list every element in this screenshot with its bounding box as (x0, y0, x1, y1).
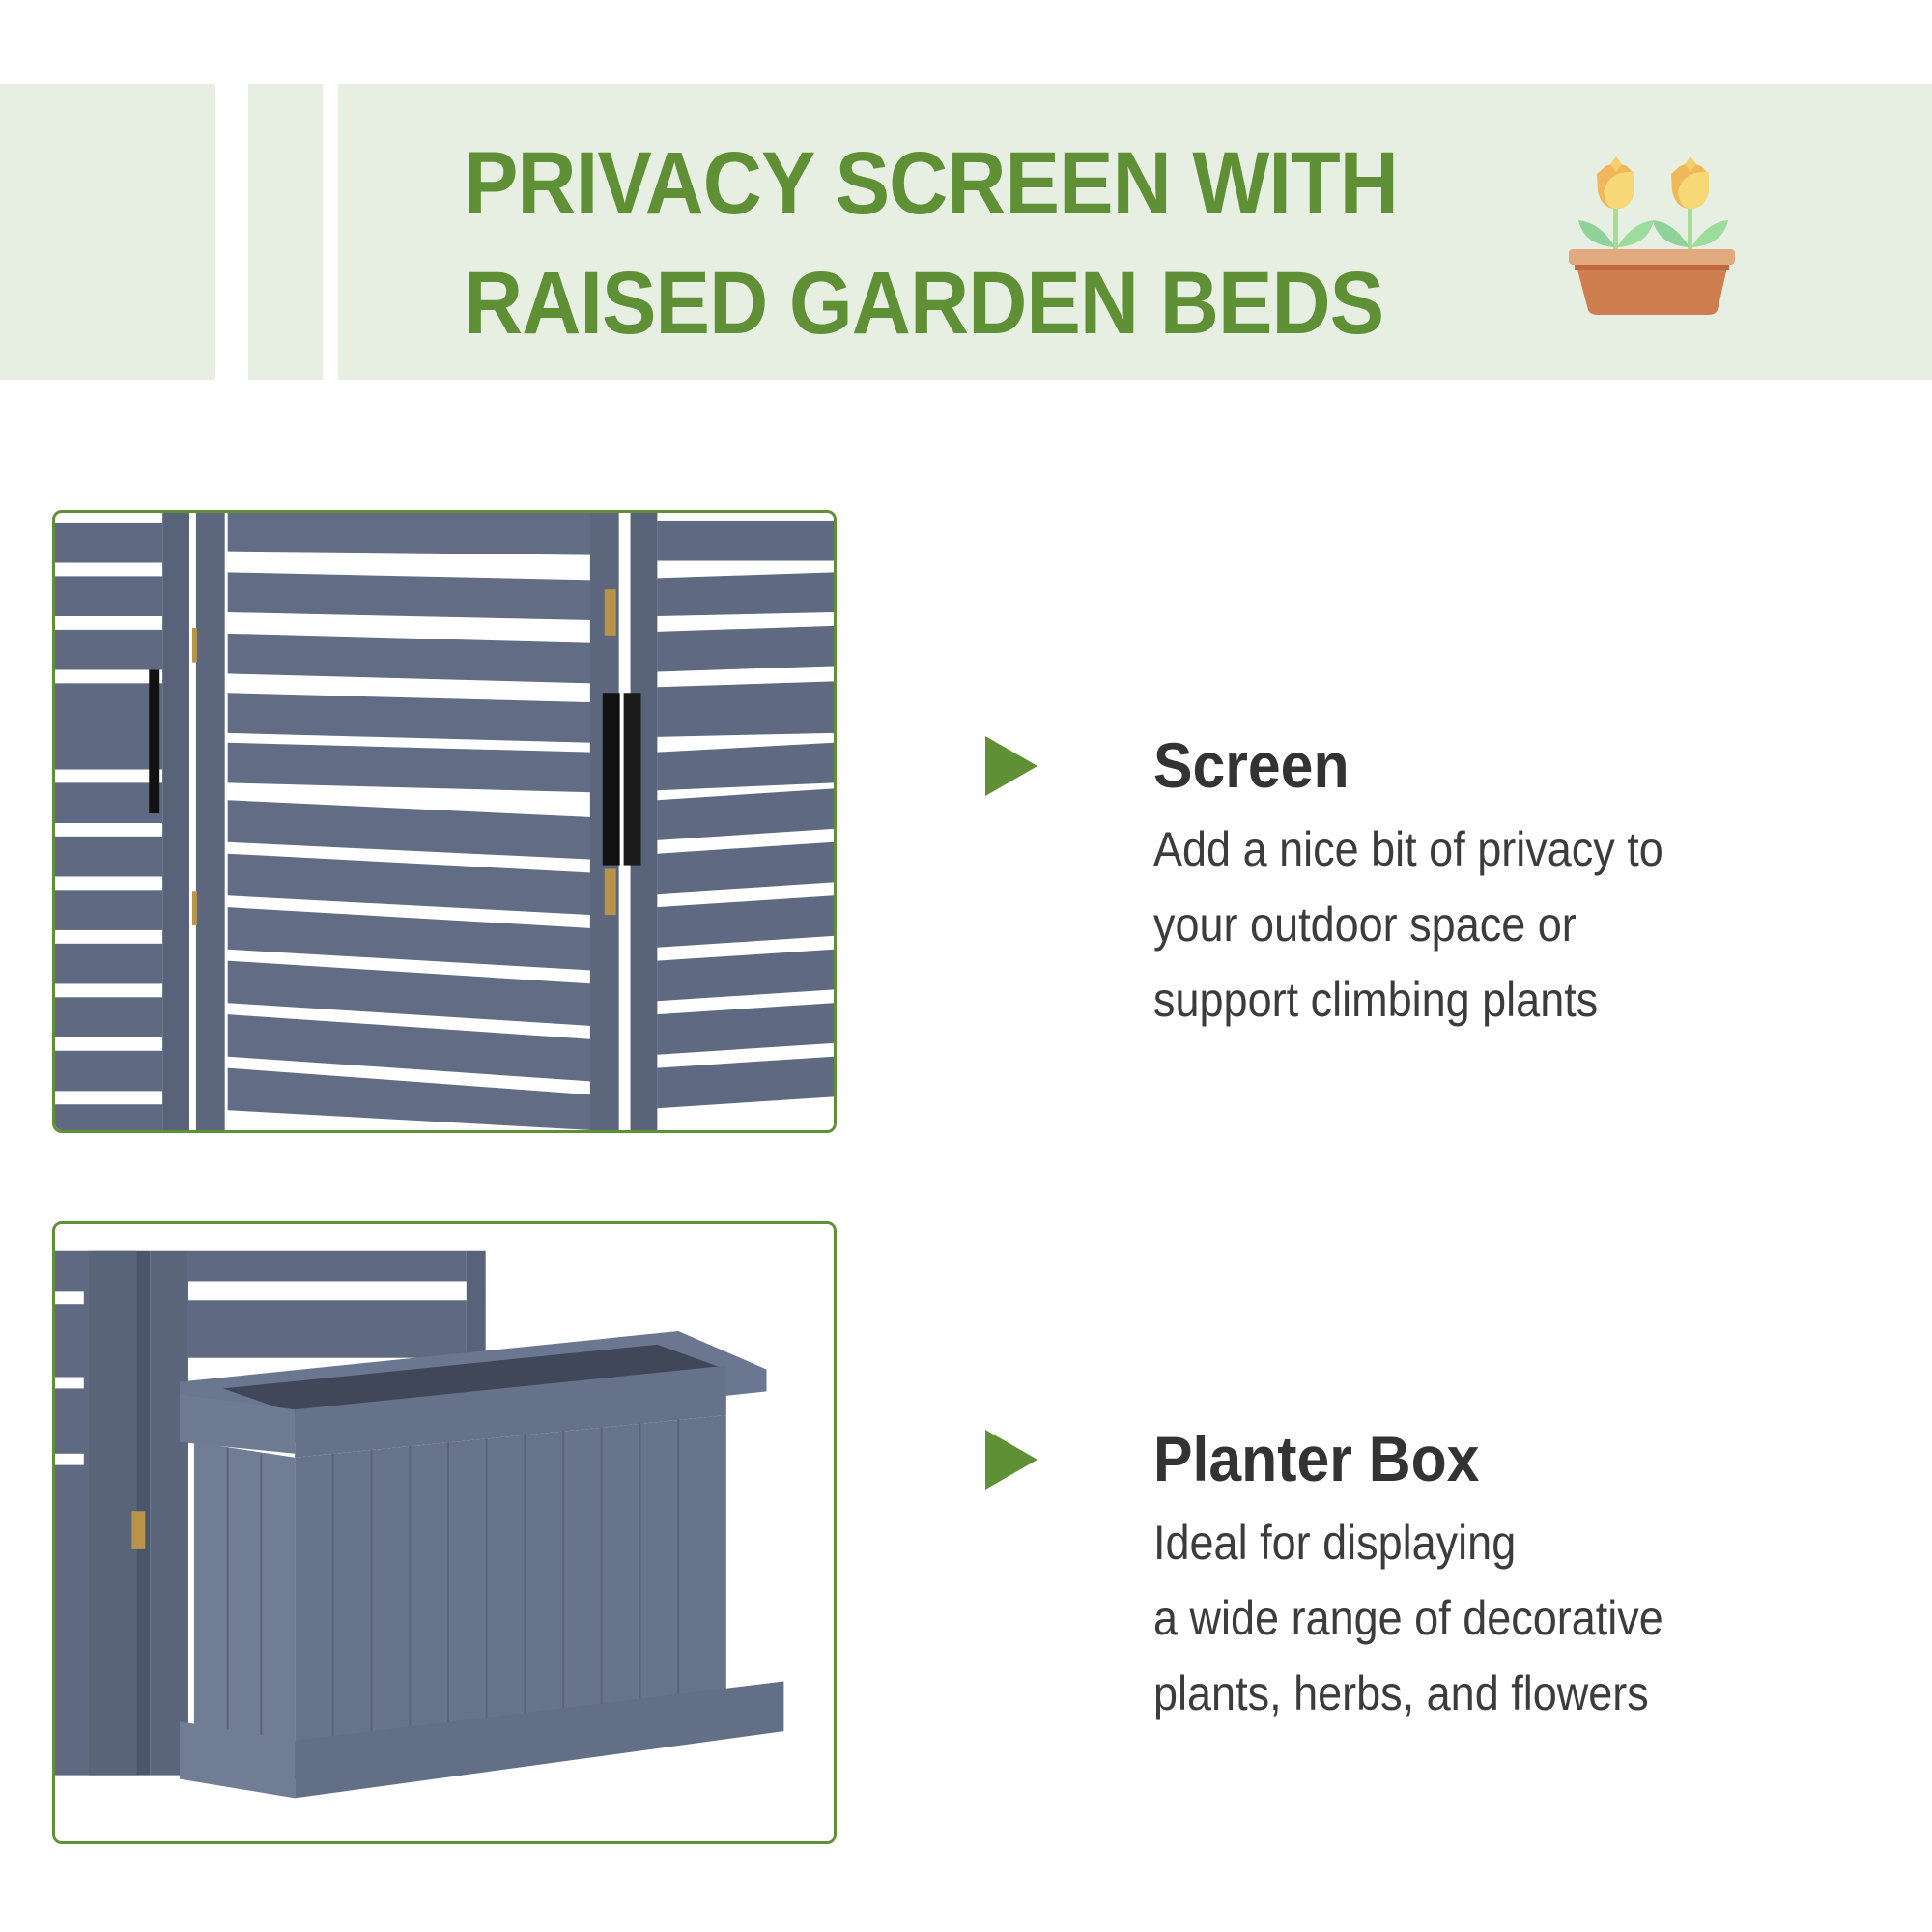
description-line: a wide range of decorative (1153, 1591, 1663, 1645)
description-line: Ideal for displaying (1153, 1516, 1517, 1570)
description-line: Add a nice bit of privacy to (1153, 822, 1663, 876)
planter-photo (52, 1221, 837, 1844)
privacy-screen-illustration (55, 513, 834, 1130)
feature-heading: Planter Box (1153, 1423, 1480, 1494)
page-title: PRIVACY SCREEN WITH RAISED GARDEN BEDS (464, 124, 1441, 363)
feature-description: Add a nice bit of privacy to your outdoo… (1153, 811, 1663, 1037)
title-line-1: PRIVACY SCREEN WITH (464, 134, 1399, 233)
planter-box-illustration (55, 1224, 834, 1841)
title-line-2: RAISED GARDEN BEDS (464, 254, 1384, 353)
banner-strip-left (0, 84, 215, 380)
flower-pot-icon (1563, 153, 1741, 317)
description-line: your outdoor space or (1153, 897, 1577, 952)
feature-description: Ideal for displaying a wide range of dec… (1153, 1505, 1663, 1731)
screen-photo (52, 510, 837, 1133)
arrow-right-icon (985, 1430, 1037, 1490)
arrow-right-icon (985, 736, 1037, 796)
description-line: plants, herbs, and flowers (1153, 1666, 1649, 1720)
feature-heading: Screen (1153, 729, 1350, 801)
description-line: support climbing plants (1153, 973, 1599, 1027)
banner-strip-middle (248, 84, 323, 380)
